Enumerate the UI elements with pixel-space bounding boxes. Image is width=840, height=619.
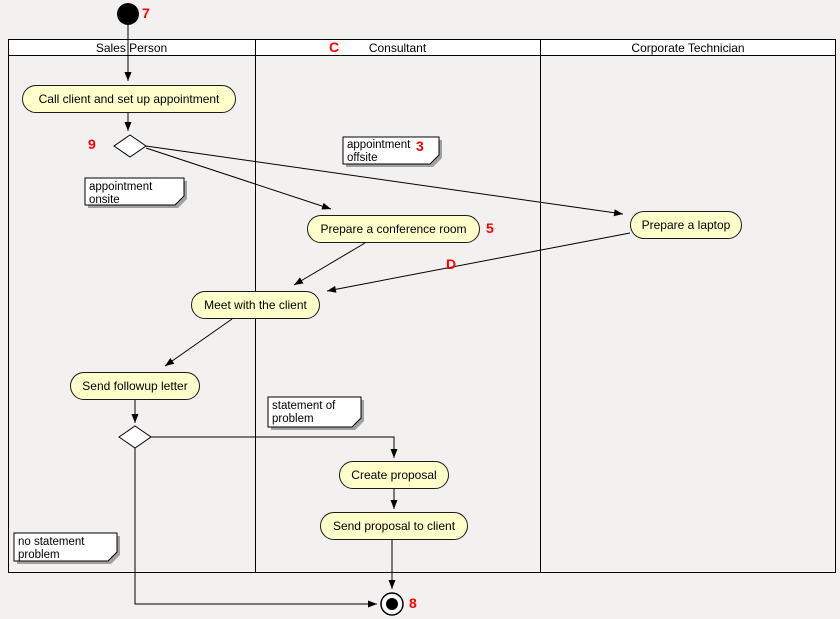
flow-decision2-to-final — [134, 448, 377, 608]
note-line: no statement — [18, 536, 85, 548]
note-text-statement-of-problem: statement of problem — [272, 400, 335, 426]
flow-meet-to-followup — [164, 318, 233, 367]
activity-send-proposal-to-client[interactable]: Send proposal to client — [320, 512, 468, 540]
mark-C: C — [329, 39, 340, 55]
decision-node-statement[interactable] — [118, 425, 152, 449]
mark-5: 5 — [486, 220, 494, 236]
activity-send-followup-letter[interactable]: Send followup letter — [70, 372, 200, 400]
lane-header-sales-person[interactable]: Sales Person — [95, 41, 168, 55]
lane-header-consultant[interactable]: Consultant — [368, 41, 427, 55]
flow-laptop-to-meet — [326, 232, 631, 293]
decision-node-appointment[interactable] — [113, 134, 147, 158]
mark-7: 7 — [142, 5, 150, 21]
note-line: appointment — [89, 181, 153, 193]
note-appointment-offsite[interactable] — [342, 136, 442, 167]
flow-decision2-to-create-proposal — [151, 436, 398, 458]
flow-conference-room-to-meet — [293, 242, 366, 286]
initial-node[interactable] — [117, 3, 139, 25]
activity-meet-with-client[interactable]: Meet with the client — [191, 291, 320, 319]
swimlane-frame — [8, 39, 836, 573]
final-node-inner — [386, 598, 398, 610]
flow-decision-to-prepare-laptop — [145, 145, 624, 217]
note-line: statement of — [272, 400, 336, 412]
flow-decision-to-conference-room — [145, 147, 332, 210]
lane-header-corporate-technician[interactable]: Corporate Technician — [631, 41, 745, 55]
note-line: offsite — [347, 152, 378, 164]
note-text-no-statement-problem: no statement problem — [18, 536, 84, 562]
note-line: onsite — [89, 194, 120, 206]
mark-8: 8 — [409, 595, 417, 611]
note-text-appointment-onsite: appointment onsite — [89, 181, 152, 207]
note-line: problem — [272, 413, 314, 425]
note-statement-of-problem[interactable] — [267, 396, 364, 430]
mark-3: 3 — [416, 138, 424, 154]
note-line: problem — [18, 549, 60, 561]
activity-create-proposal[interactable]: Create proposal — [339, 461, 449, 489]
note-line: appointment — [347, 139, 411, 151]
note-text-appointment-offsite: appointment offsite — [347, 139, 410, 165]
activity-call-client[interactable]: Call client and set up appointment — [22, 85, 236, 113]
note-no-statement-problem[interactable] — [13, 532, 120, 564]
mark-9: 9 — [88, 136, 96, 152]
activity-prepare-conference-room[interactable]: Prepare a conference room — [307, 215, 480, 243]
note-appointment-onsite[interactable] — [84, 177, 187, 208]
activity-prepare-laptop[interactable]: Prepare a laptop — [630, 211, 742, 239]
mark-D: D — [446, 256, 457, 272]
